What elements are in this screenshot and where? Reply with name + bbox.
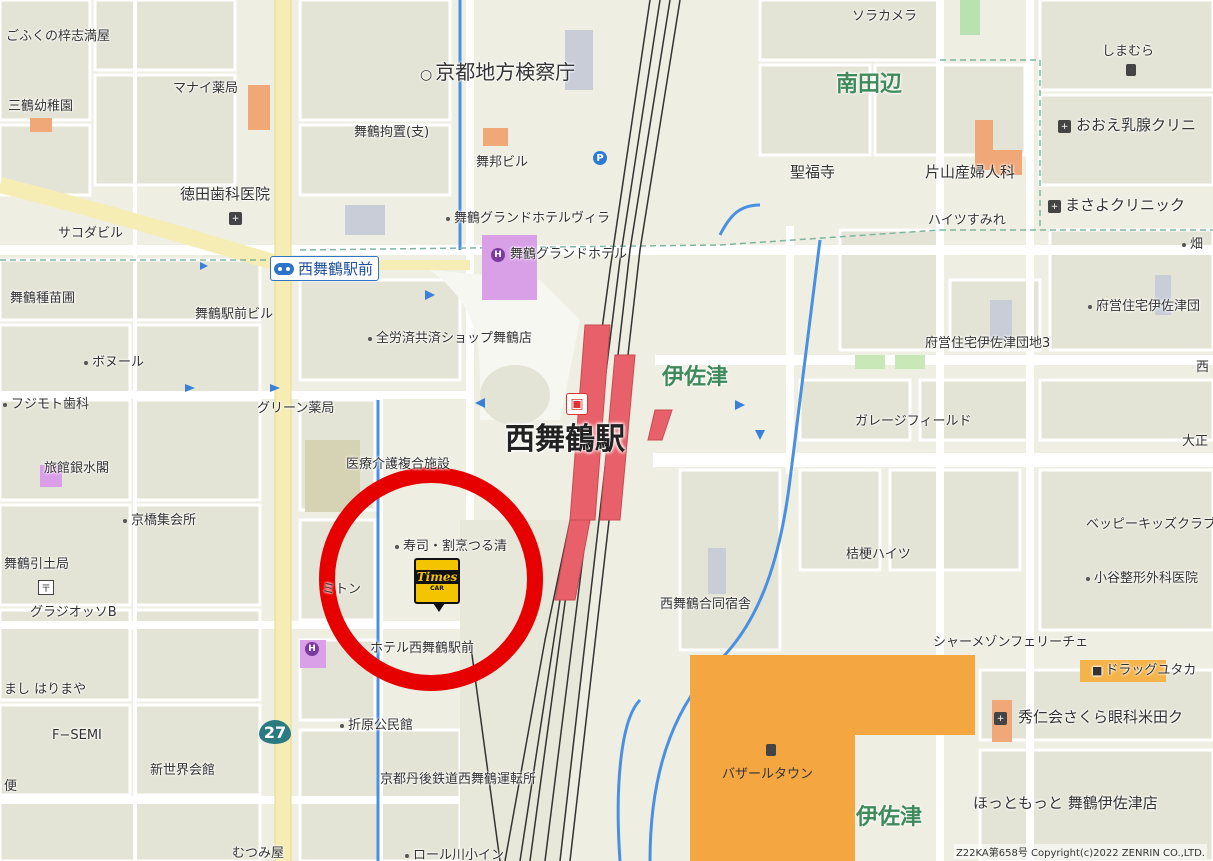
poi-label: ホテル西舞鶴駅前 xyxy=(370,641,475,656)
poi-label: バザールタウン xyxy=(722,767,814,782)
hotel-icon: H xyxy=(305,642,319,656)
parking-icon[interactable]: P xyxy=(593,151,607,165)
poi-label: 折原公民館 xyxy=(340,719,413,732)
poi-label: 舞鶴グランドホテル xyxy=(510,247,628,262)
poi-label: ガレージフィールド xyxy=(855,414,972,429)
poi-label: 西舞鶴合同宿舎 xyxy=(660,597,752,612)
poi-label: 聖福寺 xyxy=(790,163,836,181)
clinic-icon: + xyxy=(229,212,242,225)
poi-label: 新世界会館 xyxy=(150,763,216,778)
poi-label: 医療介護複合施設 xyxy=(346,457,451,472)
bus-stop-icon xyxy=(274,262,294,275)
times-sub: CAR xyxy=(430,585,444,592)
poi-label: グラジオッソB xyxy=(30,605,117,620)
train-station-icon[interactable]: ▣ xyxy=(566,393,588,415)
poi-label: ロール川小イン xyxy=(405,849,504,861)
poi-label: ごふくの梓志満屋 xyxy=(6,29,111,44)
shop-icon xyxy=(1126,64,1136,76)
poi-label: しまむら xyxy=(1102,44,1155,59)
clinic-icon: + xyxy=(1058,120,1071,133)
poi-label: 便 xyxy=(4,779,18,794)
poi-label: サコダビル xyxy=(58,226,124,241)
poi-label: ベッピーキッズクラブ xyxy=(1086,517,1213,532)
area-label: 伊佐津 xyxy=(662,365,729,390)
poi-label: 舞鶴グランドホテルヴィラ xyxy=(446,212,610,225)
poi-label: ■ドラッグユタカ xyxy=(1092,663,1197,678)
poi-label: 舞鶴引土局 xyxy=(4,557,70,572)
poi-label: ハイツすみれ xyxy=(928,213,1006,228)
times-car-marker[interactable]: Times CAR xyxy=(413,558,461,612)
route-number-badge: 27 xyxy=(259,720,291,744)
poi-label: 三鶴幼稚園 xyxy=(8,99,74,114)
poi-label: ○京都地方検察庁 xyxy=(420,60,576,84)
times-brand: Times xyxy=(413,570,461,584)
poi-label: 秀仁会さくら眼科米田ク xyxy=(1018,708,1184,726)
post-office-icon: 〒 xyxy=(38,580,54,595)
poi-label: 畑 xyxy=(1182,238,1203,251)
poi-label: 寿司・割烹つる清 xyxy=(395,540,507,553)
poi-label: 府営住宅伊佐津団 xyxy=(1088,300,1200,313)
area-label: 伊佐津 xyxy=(856,805,923,830)
poi-label: まさよクリニック xyxy=(1065,196,1186,214)
poi-label: 桔梗ハイツ xyxy=(846,547,911,562)
poi-label: フジモト歯科 xyxy=(3,398,89,411)
poi-label: むつみ屋 xyxy=(232,846,285,861)
poi-label: ソラカメラ xyxy=(852,9,918,24)
hotel-icon: H xyxy=(491,248,505,262)
poi-label: 府営住宅伊佐津団地3 xyxy=(925,336,1051,351)
poi-label: 舞鶴駅前ビル xyxy=(195,307,274,322)
highlight-circle xyxy=(319,467,543,691)
poi-label: 舞鶴種苗圃 xyxy=(10,291,76,306)
poi-label: まし はりまや xyxy=(4,682,87,697)
poi-label: 全労済共済ショップ舞鶴店 xyxy=(368,332,532,345)
poi-label: 片山産婦人科 xyxy=(925,163,1016,181)
poi-label: 京都丹後鉄道西舞鶴運転所 xyxy=(380,772,537,787)
bus-stop-name: 西舞鶴駅前 xyxy=(298,260,374,278)
poi-label: ボヌール xyxy=(84,356,144,369)
poi-label: 西 xyxy=(1196,360,1210,375)
clinic-icon: + xyxy=(994,712,1007,725)
area-label: 南田辺 xyxy=(836,72,903,97)
poi-label: 京橋集会所 xyxy=(123,514,196,527)
poi-label: ほっともっと 舞鶴伊佐津店 xyxy=(973,794,1158,812)
poi-label: F−SEMI xyxy=(52,728,102,743)
copyright: Z22KA第658号 Copyright(c)2022 ZENRIN CO.,L… xyxy=(953,844,1207,859)
poi-label: 小谷整形外科医院 xyxy=(1086,572,1198,585)
shop-icon xyxy=(766,744,776,756)
station-name[interactable]: 西舞鶴駅 xyxy=(505,422,625,457)
poi-label: 舞鶴拘置(支) xyxy=(354,125,430,140)
bus-stop-tag[interactable]: 西舞鶴駅前 xyxy=(270,256,380,281)
poi-label: 大正 xyxy=(1182,434,1209,449)
poi-label: マナイ薬局 xyxy=(173,81,239,96)
poi-label: 舞邦ビル xyxy=(476,155,529,170)
poi-label: 旅館銀水閣 xyxy=(44,461,110,476)
poi-label: 徳田歯科医院 xyxy=(180,185,271,203)
poi-label: グリーン薬局 xyxy=(257,401,335,416)
poi-label: ミトン xyxy=(322,582,362,597)
poi-label: おおえ乳腺クリニ xyxy=(1076,116,1197,134)
clinic-icon: + xyxy=(1048,200,1061,213)
poi-label: シャーメゾンフェリーチェ xyxy=(933,635,1089,650)
